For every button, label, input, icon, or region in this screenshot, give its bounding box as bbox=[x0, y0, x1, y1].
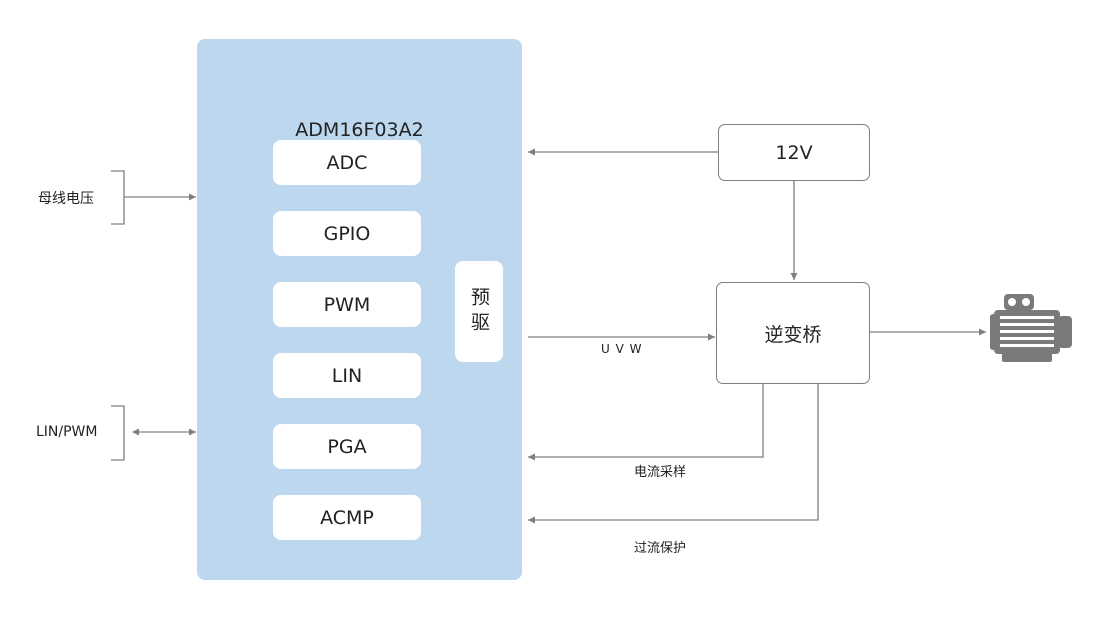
current-sampling-label: 电流采样 bbox=[634, 465, 687, 480]
power-supply-box: 12V bbox=[718, 124, 870, 181]
module-acmp: ACMP bbox=[273, 495, 421, 540]
overcurrent-label: 过流保护 bbox=[634, 541, 687, 556]
lin-pwm-bracket bbox=[111, 405, 125, 461]
overcurrent-line bbox=[528, 383, 819, 524]
predriver-block: 预驱 bbox=[455, 261, 503, 362]
module-adc: ADC bbox=[273, 140, 421, 185]
module-lin: LIN bbox=[273, 353, 421, 398]
bus-voltage-bracket bbox=[111, 170, 125, 225]
motor-icon bbox=[990, 294, 1072, 362]
module-pga: PGA bbox=[273, 424, 421, 469]
module-pwm: PWM bbox=[273, 282, 421, 327]
module-gpio: GPIO bbox=[273, 211, 421, 256]
chip-title: ADM16F03A2 bbox=[295, 119, 424, 141]
inverter-box: 逆变桥 bbox=[716, 282, 870, 384]
bus-voltage-label: 母线电压 bbox=[38, 191, 94, 207]
lin-pwm-label: LIN/PWM bbox=[36, 424, 98, 440]
current-sampling-line bbox=[528, 383, 764, 461]
uvw-label: U V W bbox=[601, 342, 643, 356]
